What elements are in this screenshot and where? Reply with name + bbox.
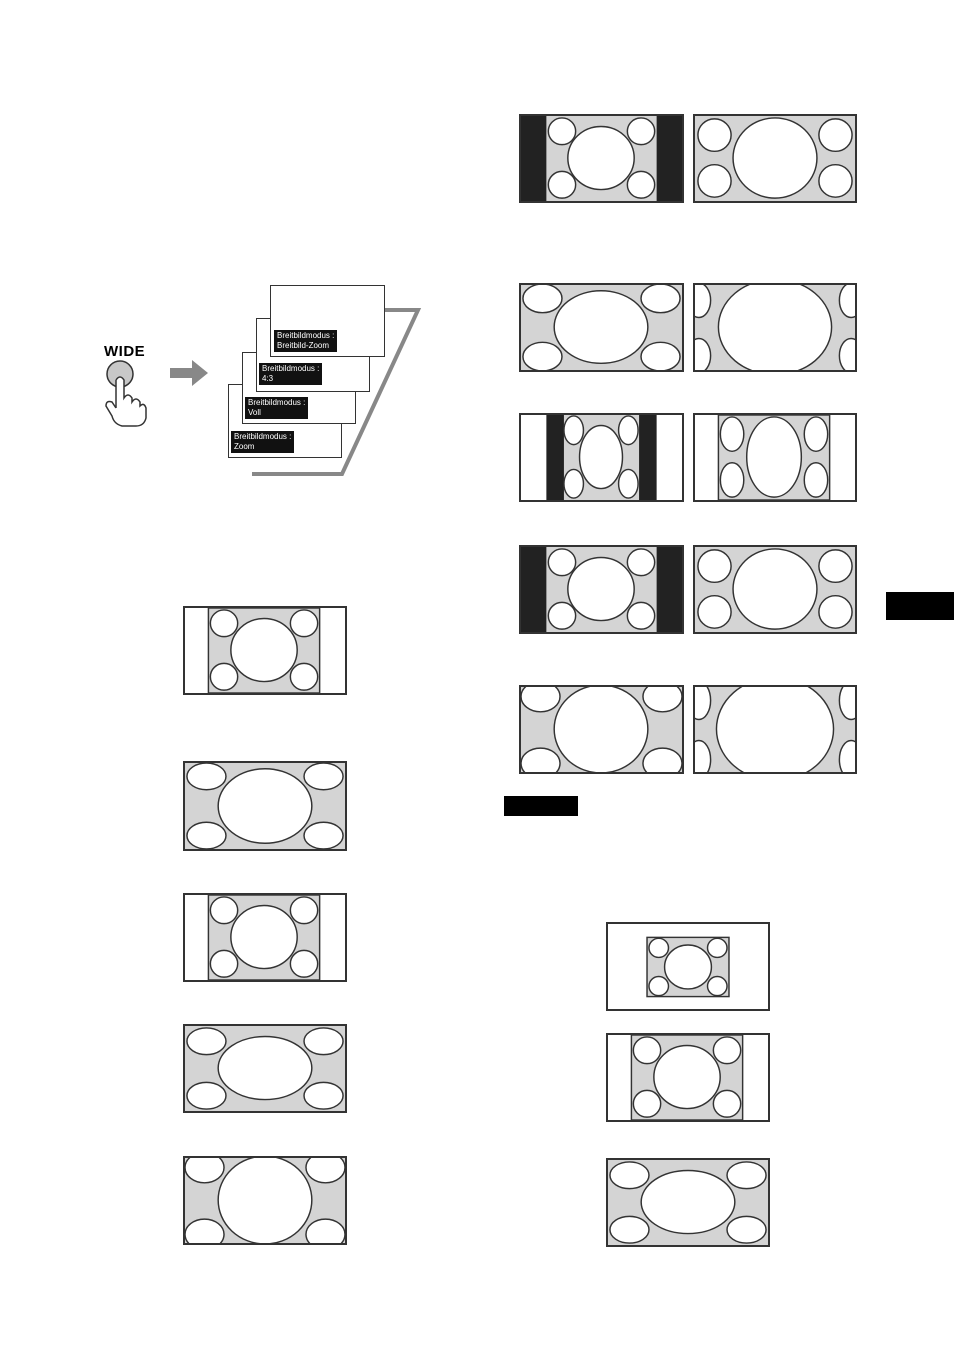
screen-right-5a xyxy=(519,685,684,774)
screen-right-4b xyxy=(693,545,857,634)
screen-right-5b xyxy=(693,685,857,774)
screen-left-4 xyxy=(183,1024,347,1113)
mode-card-2-line2: 4:3 xyxy=(262,374,273,383)
screen-right-1b xyxy=(693,114,857,203)
screen-left-1 xyxy=(183,606,347,695)
mode-card-2-line1: Breitbildmodus : xyxy=(262,364,319,373)
screen-left-5 xyxy=(183,1156,347,1245)
screen-left-2 xyxy=(183,761,347,851)
screen-right-2a xyxy=(519,283,684,372)
screen-right-1a xyxy=(519,114,684,203)
mode-card-4-tag: Breitbildmodus :Zoom xyxy=(231,431,294,453)
screen-bottom-1 xyxy=(606,922,770,1011)
mode-card-1-line2: Breitbild-Zoom xyxy=(277,341,329,350)
mode-card-3-tag: Breitbildmodus :Voll xyxy=(245,397,308,419)
screen-right-3b xyxy=(693,413,857,502)
mode-card-2-tag: Breitbildmodus :4:3 xyxy=(259,363,322,385)
screen-right-2b xyxy=(693,283,857,372)
arrow-right-icon xyxy=(170,360,210,386)
note-badge xyxy=(504,796,578,816)
screen-bottom-2 xyxy=(606,1033,770,1122)
mode-card-3-line1: Breitbildmodus : xyxy=(248,398,305,407)
mode-card-1-tag: Breitbildmodus :Breitbild-Zoom xyxy=(274,330,337,352)
screen-bottom-3 xyxy=(606,1158,770,1247)
section-tab xyxy=(886,592,954,620)
mode-card-3-line2: Voll xyxy=(248,408,261,417)
finger-press-icon xyxy=(100,358,156,430)
mode-card-1-line1: Breitbildmodus : xyxy=(277,331,334,340)
screen-right-3a xyxy=(519,413,684,502)
screen-left-3 xyxy=(183,893,347,982)
mode-card-4-line2: Zoom xyxy=(234,442,254,451)
screen-right-4a xyxy=(519,545,684,634)
mode-card-4-line1: Breitbildmodus : xyxy=(234,432,291,441)
mode-card-1: Breitbildmodus :Breitbild-Zoom xyxy=(270,285,385,357)
